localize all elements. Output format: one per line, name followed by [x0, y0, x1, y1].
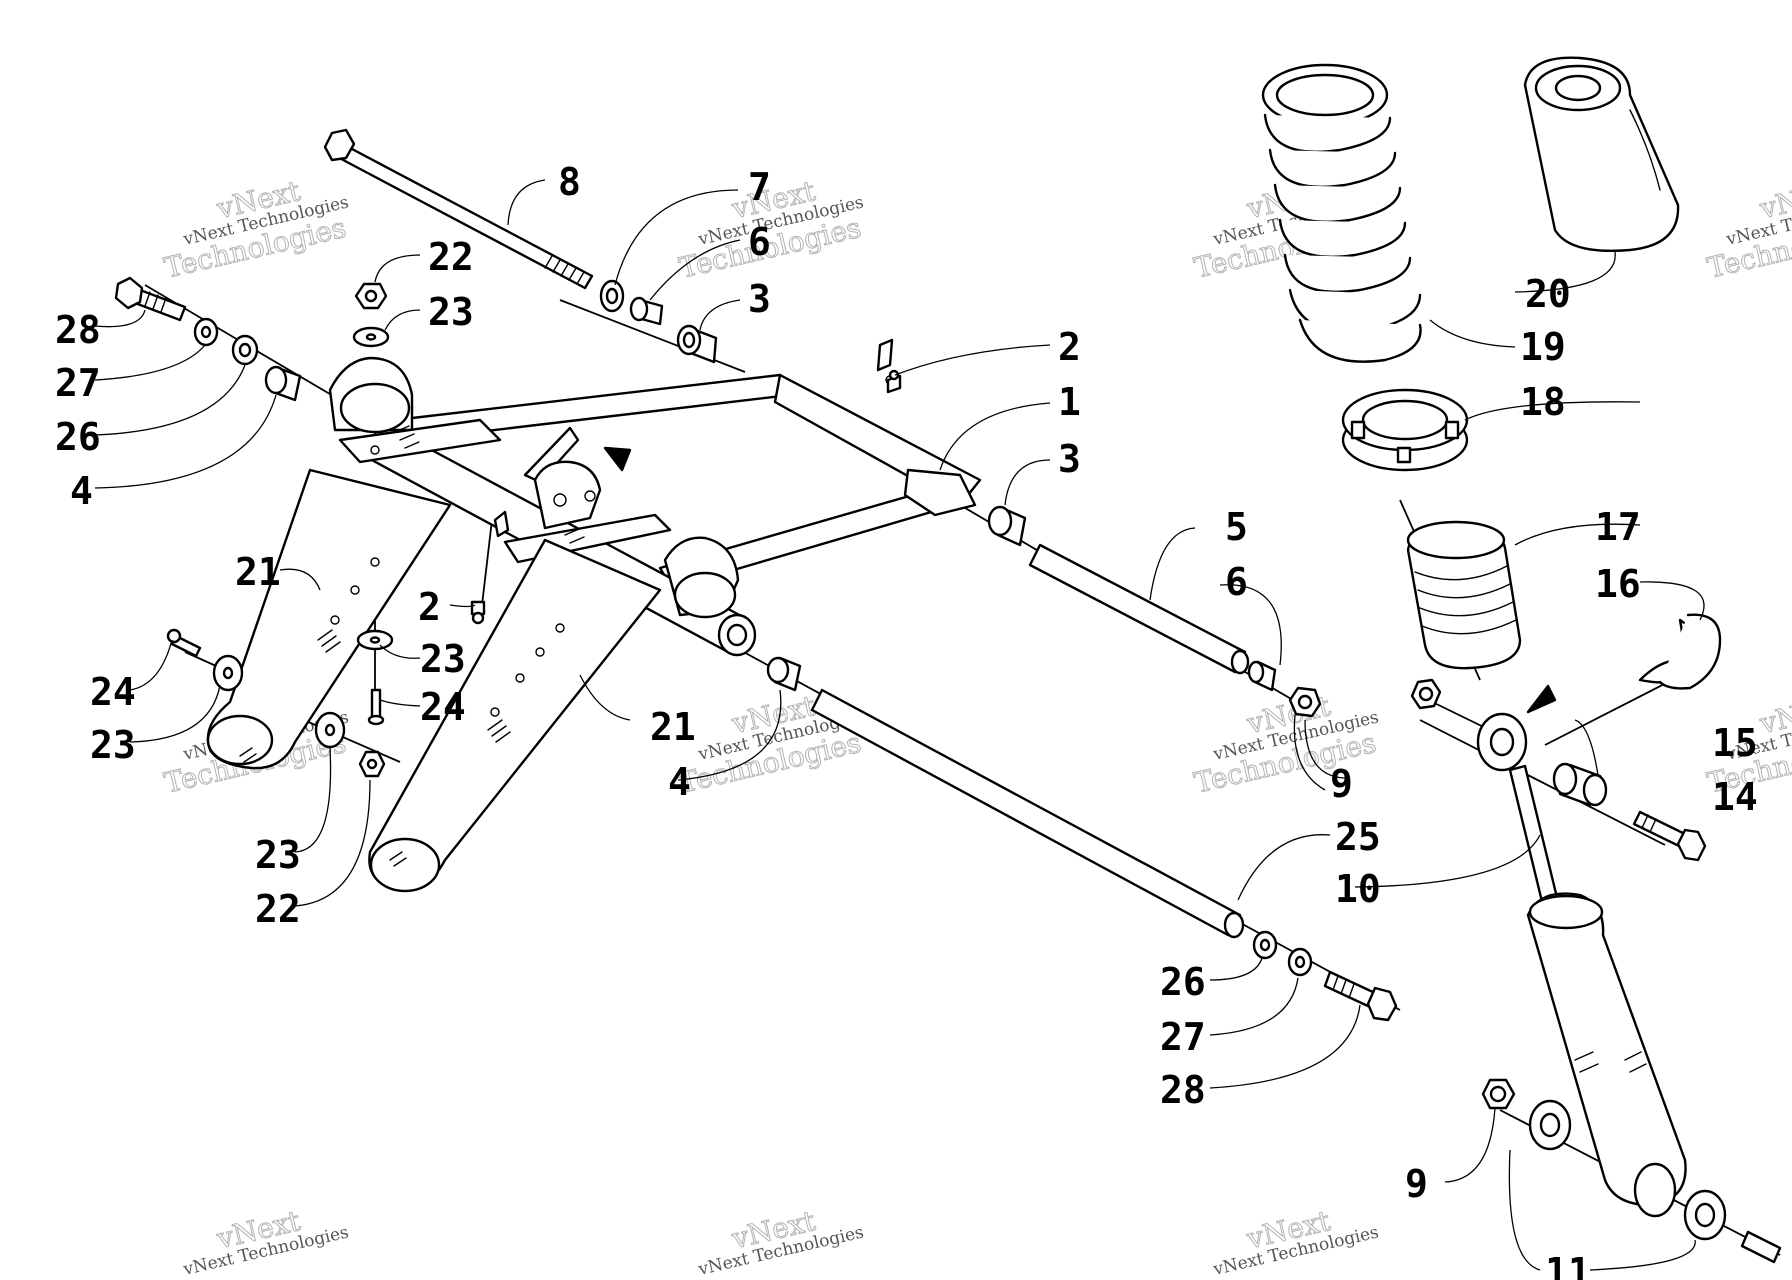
- callout-23: 23: [255, 833, 301, 877]
- callout-18: 18: [1520, 380, 1566, 424]
- bolt-part-14-lower: [1740, 1230, 1782, 1264]
- callout-21: 21: [235, 550, 281, 594]
- nut-part-9-upper: [1410, 678, 1442, 710]
- washer-part-7: [599, 279, 625, 313]
- callout-9: 9: [1405, 1162, 1428, 1206]
- callout-23: 23: [428, 290, 474, 334]
- callout-3: 3: [748, 277, 771, 321]
- through-bolt-part-8: [323, 128, 594, 290]
- washer-part-23-lower: [314, 711, 346, 749]
- callout-6: 6: [1225, 560, 1248, 604]
- callout-24: 24: [90, 670, 136, 714]
- callout-1: 1: [1058, 380, 1081, 424]
- washer-part-27-left: [193, 317, 219, 347]
- callout-20: 20: [1525, 272, 1571, 316]
- callout-28: 28: [55, 308, 101, 352]
- cap-part-20: [1523, 56, 1680, 252]
- callout-16: 16: [1595, 562, 1641, 606]
- callout-26: 26: [1160, 960, 1206, 1004]
- washer-part-23-top: [352, 326, 390, 348]
- callout-2: 2: [418, 585, 441, 629]
- parts-layer: [114, 56, 1782, 1264]
- callout-11: 11: [1545, 1250, 1591, 1280]
- callout-9: 9: [1330, 762, 1353, 806]
- callout-23: 23: [420, 637, 466, 681]
- watermark: vNext vNext Technologies Technologies: [1704, 174, 1792, 286]
- callouts: 8 7 6 3 2 1 3 5 6 9 22 23 28 27 26 4 21 …: [55, 160, 1758, 1280]
- bushing-part-15: [1552, 762, 1608, 807]
- watermark: vNext vNext Technologies: [696, 1204, 866, 1280]
- arrow-icon: [1526, 684, 1557, 714]
- callout-23: 23: [90, 723, 136, 767]
- washer-part-26-right: [1252, 930, 1278, 960]
- washer-part-23-left: [212, 654, 244, 692]
- bushing-part-6-mid: [1247, 660, 1277, 692]
- arm-part-21-right: [368, 538, 662, 893]
- bushing-part-4-mid: [766, 656, 802, 692]
- watermark: vNext vNext Technologies: [1211, 1204, 1381, 1280]
- nut-part-9-mid: [1288, 686, 1322, 718]
- callout-14: 14: [1712, 775, 1758, 819]
- bolt-part-28-left: [114, 276, 187, 322]
- watermark: vNext vNext Technologies: [181, 1204, 351, 1280]
- callout-21: 21: [650, 705, 696, 749]
- callout-4: 4: [668, 760, 691, 804]
- washer-part-26-left: [231, 334, 259, 366]
- shock-part-10: [1476, 712, 1687, 1218]
- watermark: vNext vNext Technologies Technologies: [161, 174, 351, 286]
- callout-19: 19: [1520, 325, 1566, 369]
- bushing-part-11-right: [1683, 1189, 1727, 1241]
- bushing-part-11-left: [1528, 1099, 1572, 1151]
- callout-28: 28: [1160, 1068, 1206, 1112]
- callout-17: 17: [1595, 505, 1641, 549]
- callout-27: 27: [55, 361, 101, 405]
- callout-6: 6: [748, 220, 771, 264]
- arm-part-21-left: [206, 468, 452, 770]
- nut-part-9-lower: [1481, 1078, 1516, 1110]
- washer-part-23-mid: [356, 629, 394, 651]
- rod-part-5: [1028, 543, 1250, 675]
- callout-24: 24: [420, 685, 466, 729]
- callout-22: 22: [428, 235, 474, 279]
- callout-27: 27: [1160, 1015, 1206, 1059]
- bolt-part-28-right: [1323, 970, 1398, 1022]
- callout-8: 8: [558, 160, 581, 204]
- nut-part-22-top: [354, 282, 388, 310]
- rod-part-25: [810, 688, 1245, 939]
- leader-lines: [94, 179, 1705, 1271]
- grease-fitting-part-2-top: [886, 369, 902, 394]
- clip-part-16: [1638, 613, 1722, 690]
- callout-4: 4: [70, 469, 93, 513]
- bolt-part-24-left: [166, 628, 202, 658]
- callout-10: 10: [1335, 867, 1381, 911]
- callout-5: 5: [1225, 505, 1248, 549]
- arrow-icon: [603, 446, 632, 472]
- bushing-part-6-top: [629, 296, 664, 326]
- bolt-part-14: [1632, 810, 1707, 862]
- callout-2: 2: [1058, 325, 1081, 369]
- callout-15: 15: [1712, 721, 1758, 765]
- callout-22: 22: [255, 887, 301, 931]
- watermark: vNext vNext Technologies Technologies: [1191, 689, 1381, 801]
- bushing-part-3-mid: [987, 505, 1027, 547]
- callout-7: 7: [748, 165, 771, 209]
- bushing-part-4-left: [264, 365, 302, 402]
- spring-part-19: [1261, 63, 1422, 363]
- callout-26: 26: [55, 415, 101, 459]
- bolt-part-24-mid: [367, 688, 385, 726]
- bushing-part-3-top: [676, 324, 718, 364]
- washer-part-27-right: [1287, 947, 1313, 977]
- callout-3: 3: [1058, 437, 1081, 481]
- watermark: vNext vNext Technologies Technologies: [676, 689, 866, 801]
- nut-part-22-lower: [358, 750, 386, 778]
- callout-25: 25: [1335, 815, 1381, 859]
- spring-seat-part-18: [1341, 388, 1469, 472]
- bump-stop-part-17: [1406, 520, 1522, 670]
